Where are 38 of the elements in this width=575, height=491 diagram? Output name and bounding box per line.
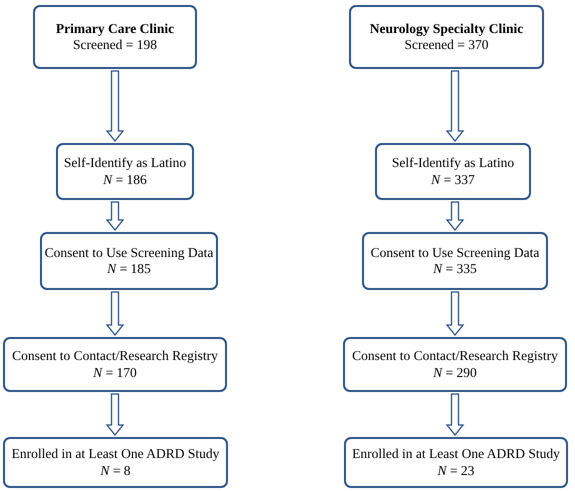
box-title: Self-Identify as Latino [64, 155, 186, 172]
block-arrow [106, 201, 124, 232]
count-text: N = 23 [438, 462, 474, 479]
box-title: Consent to Use Screening Data [44, 244, 214, 261]
count-text: Screened = 198 [72, 37, 158, 54]
block-arrow [106, 393, 124, 436]
block-arrow [106, 70, 124, 142]
box-title: Consent to Contact/Research Registry [352, 348, 558, 364]
box-title: Neurology Specialty Clinic [370, 20, 524, 37]
block-arrow [446, 291, 464, 336]
box-title: Primary Care Clinic [56, 20, 174, 37]
process-box [343, 337, 567, 392]
box-title: Consent to Contact/Research Registry [12, 348, 218, 364]
count-text: N = 186 [103, 172, 147, 188]
block-arrow [446, 70, 464, 142]
count-text: N = 185 [107, 261, 151, 278]
box-title: Enrolled in at Least One ADRD Study [12, 446, 220, 462]
count-text: N = 337 [431, 172, 475, 188]
process-box [344, 437, 568, 488]
process-box [362, 232, 548, 290]
block-arrow [106, 291, 124, 336]
count-text: N = 170 [93, 364, 137, 381]
process-box [40, 232, 218, 290]
box-title: Self-Identify as Latino [392, 155, 514, 172]
process-box [56, 143, 194, 200]
process-box [3, 437, 228, 488]
process-box [3, 337, 227, 392]
box-title: Enrolled in at Least One ADRD Study [352, 446, 560, 462]
block-arrow [446, 201, 464, 232]
count-text: N = 335 [433, 261, 477, 278]
process-box [33, 5, 197, 69]
count-text: Screened = 370 [404, 37, 489, 54]
block-arrow [446, 393, 464, 436]
count-text: N = 8 [100, 462, 131, 479]
count-text: N = 290 [433, 364, 477, 381]
process-box [349, 5, 544, 69]
box-title: Consent to Use Screening Data [370, 244, 540, 261]
process-box [375, 143, 531, 200]
